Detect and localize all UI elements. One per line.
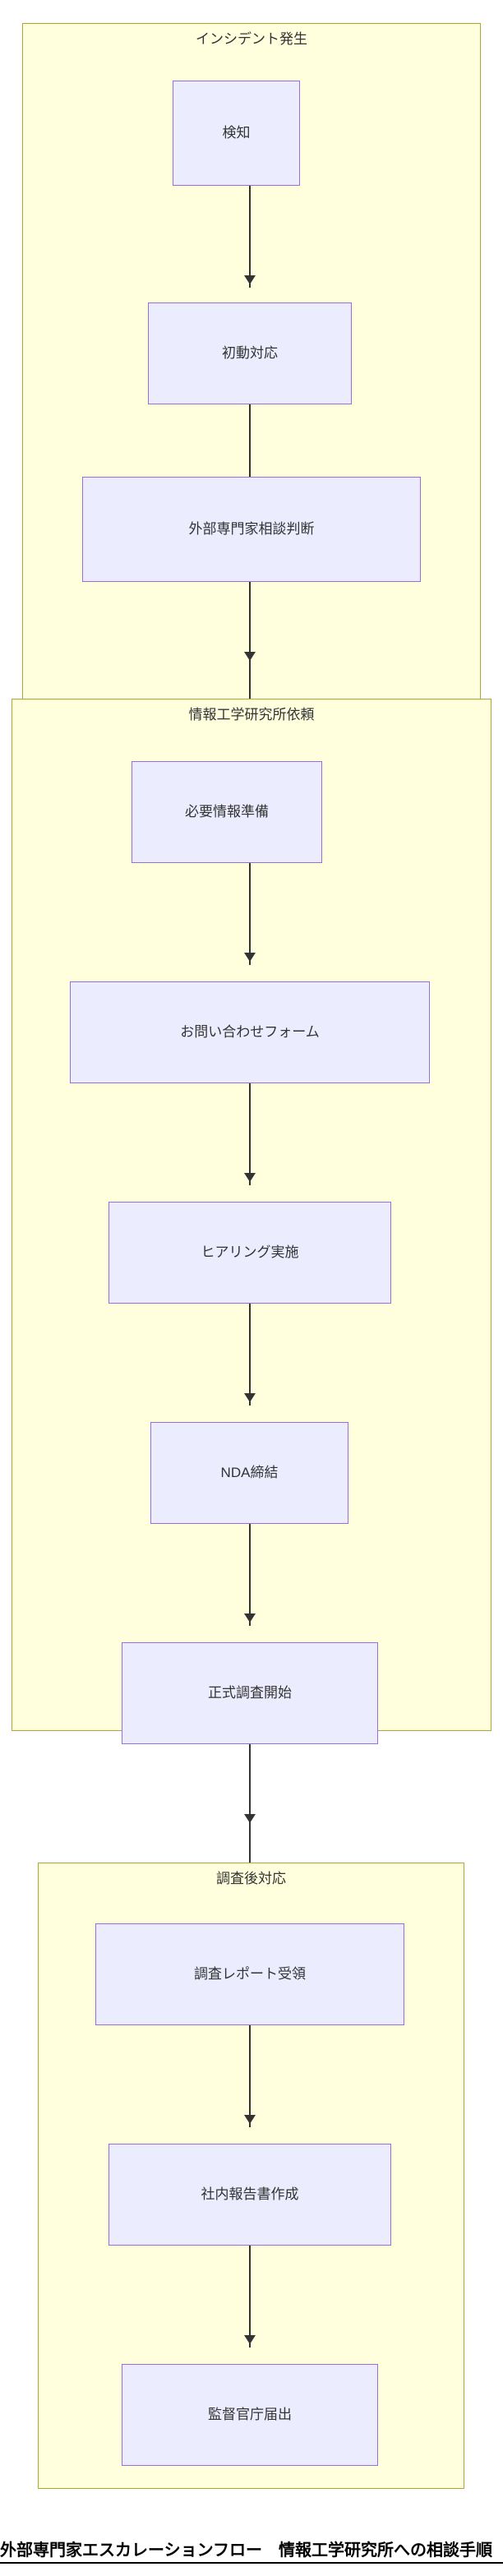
footer-caption: 外部専門家エスカレーションフロー 情報工学研究所への相談手順: [0, 2541, 492, 2560]
cluster-incident-title: インシデント発生: [196, 31, 307, 47]
node-prepare-info-label: 必要情報準備: [185, 804, 269, 820]
edge-nda-to-formal-investigation-arrowhead: [244, 1613, 256, 1623]
node-nda[interactable]: NDA締結: [150, 1422, 348, 1524]
node-hearing-label: ヒアリング実施: [201, 1244, 299, 1261]
edge-detect-to-initial-response-arrowhead: [244, 275, 256, 284]
edge-internal-report-to-regulator-filing-arrowhead: [244, 2335, 256, 2344]
node-formal-investigation-label: 正式調査開始: [208, 1685, 292, 1701]
edge-prepare-info-to-contact-form: [249, 863, 251, 965]
footer-rule: [0, 2562, 503, 2564]
node-prepare-info[interactable]: 必要情報準備: [132, 761, 322, 863]
node-detect-label: 検知: [222, 125, 251, 141]
edge-nda-to-formal-investigation: [249, 1524, 251, 1626]
node-formal-investigation[interactable]: 正式調査開始: [122, 1642, 378, 1744]
cluster-request-title: 情報工学研究所依頼: [188, 707, 315, 722]
node-nda-label: NDA締結: [220, 1465, 279, 1481]
edge-prepare-info-to-contact-form-arrowhead: [244, 953, 256, 962]
edge-hearing-to-nda-arrowhead: [244, 1393, 256, 1402]
edge-internal-report-to-regulator-filing: [249, 2246, 251, 2347]
edge-hearing-to-nda: [249, 1304, 251, 1406]
node-external-consult-decision-label: 外部専門家相談判断: [188, 521, 315, 538]
node-internal-report[interactable]: 社内報告書作成: [108, 2144, 391, 2246]
edge-incident-to-request-arrowhead: [244, 652, 256, 661]
edge-incident-to-request: [249, 582, 251, 720]
edge-contact-form-to-hearing-arrowhead: [244, 1173, 256, 1182]
node-detect[interactable]: 検知: [173, 81, 300, 186]
edge-detect-to-initial-response: [249, 186, 251, 288]
node-initial-response-label: 初動対応: [222, 345, 278, 362]
edge-request-to-post-investigation: [249, 1744, 251, 1882]
node-hearing[interactable]: ヒアリング実施: [108, 1202, 391, 1304]
node-contact-form-label: お問い合わせフォーム: [180, 1024, 320, 1041]
node-regulator-filing-label: 監督官庁届出: [208, 2407, 292, 2423]
node-contact-form[interactable]: お問い合わせフォーム: [70, 981, 430, 1083]
node-receive-report[interactable]: 調査レポート受領: [95, 1923, 404, 2025]
node-regulator-filing[interactable]: 監督官庁届出: [122, 2364, 378, 2466]
cluster-post-investigation-title: 調査後対応: [216, 1871, 286, 1886]
edge-request-to-post-investigation-arrowhead: [244, 1814, 256, 1823]
node-receive-report-label: 調査レポート受領: [194, 1966, 306, 1983]
edge-receive-report-to-internal-report-arrowhead: [244, 2115, 256, 2124]
node-external-consult-decision[interactable]: 外部専門家相談判断: [82, 477, 421, 582]
node-initial-response[interactable]: 初動対応: [148, 302, 352, 404]
edge-initial-response-to-consult-decision: [249, 404, 251, 506]
edge-receive-report-to-internal-report: [249, 2025, 251, 2127]
edge-contact-form-to-hearing: [249, 1083, 251, 1185]
node-internal-report-label: 社内報告書作成: [201, 2186, 299, 2203]
